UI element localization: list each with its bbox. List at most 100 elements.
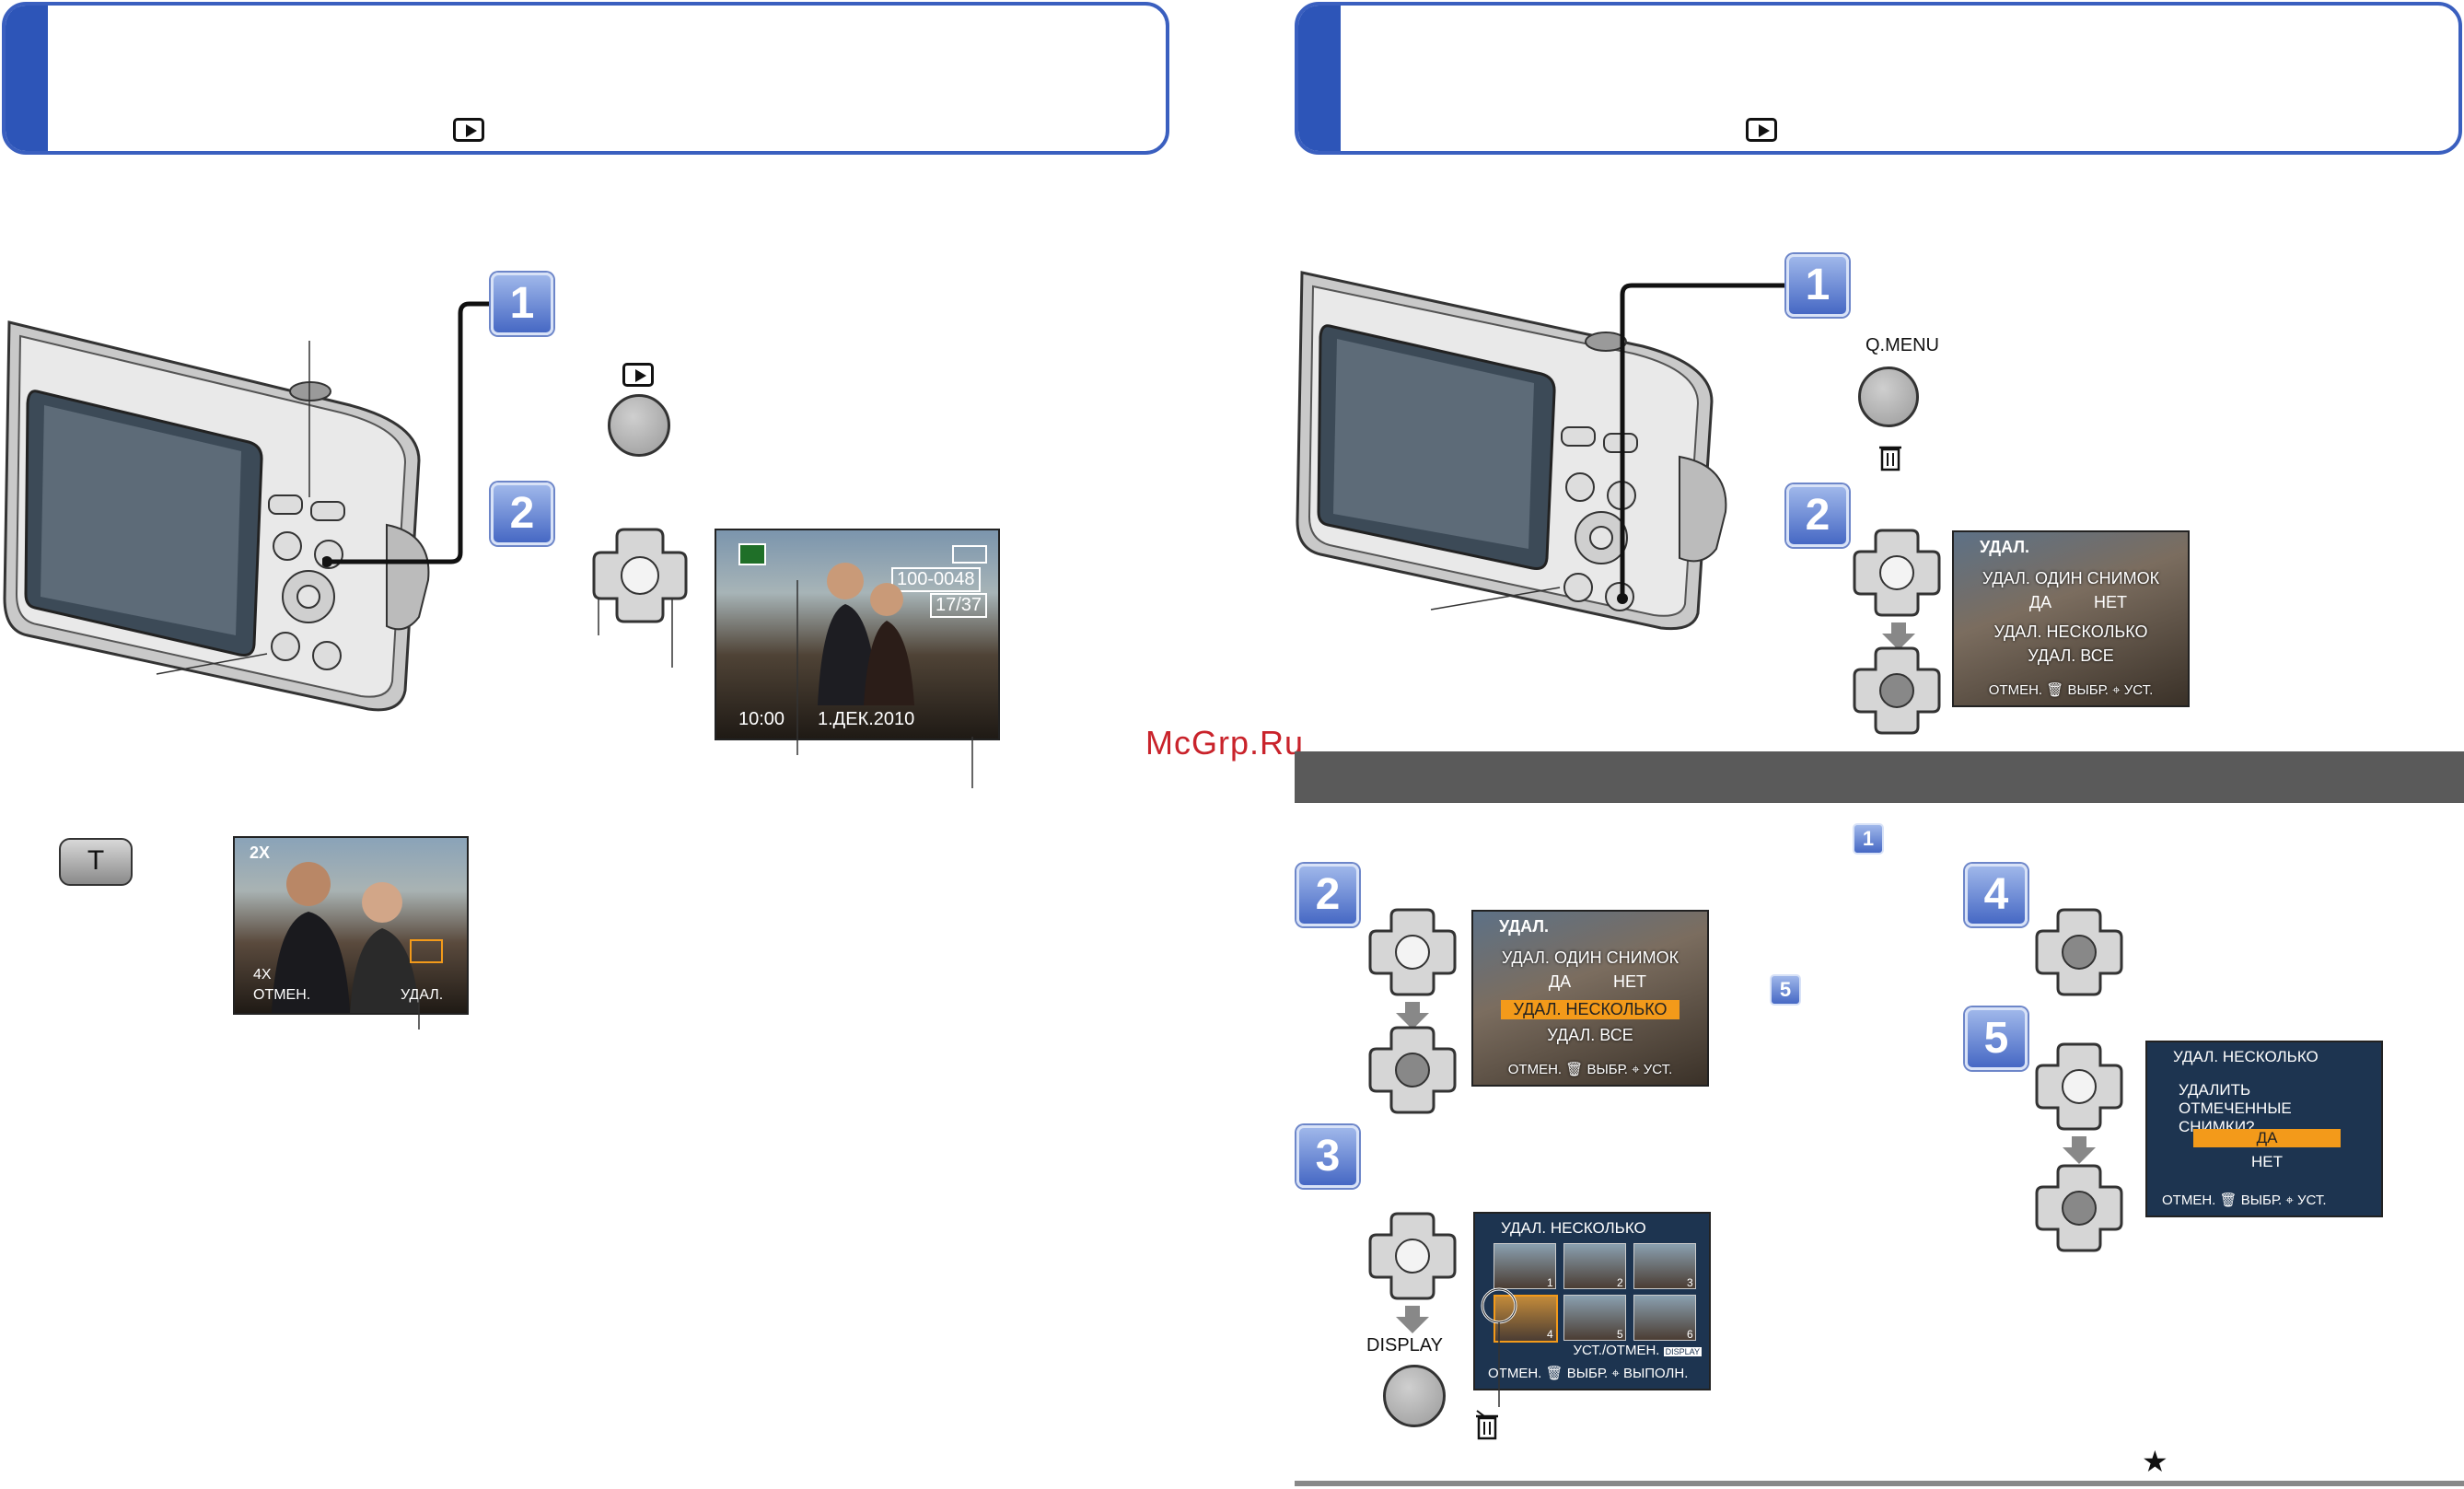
option-multi-selected[interactable]: УДАЛ. НЕСКОЛЬКО bbox=[1501, 1000, 1679, 1019]
option-single[interactable]: УДАЛ. ОДИН СНИМОК bbox=[1982, 569, 2160, 587]
cursor-button-cross[interactable] bbox=[2033, 1041, 2125, 1133]
people-silhouettes bbox=[272, 862, 419, 1013]
cursor-button-cross[interactable] bbox=[589, 525, 691, 626]
option-no[interactable]: НЕТ bbox=[2094, 593, 2127, 611]
right-header-box bbox=[1295, 2, 2462, 155]
bottom-rule bbox=[1295, 1481, 2464, 1486]
zoom-level: 4X bbox=[253, 967, 272, 983]
down-arrow-icon bbox=[1396, 1306, 1429, 1333]
option-single[interactable]: УДАЛ. ОДИН СНИМОК bbox=[1501, 948, 1679, 967]
step-2-badge: 2 bbox=[491, 483, 553, 545]
display-badge: DISPLAY bbox=[1663, 1347, 1702, 1356]
left-header-stripe bbox=[6, 6, 48, 151]
time-display: 10:00 bbox=[738, 709, 785, 729]
file-number: 100-0048 bbox=[891, 567, 981, 592]
step-3-badge-bottom: 3 bbox=[1296, 1125, 1359, 1188]
thumb-number-4: 4 bbox=[1547, 1328, 1553, 1341]
step-2-badge-right: 2 bbox=[1786, 484, 1849, 547]
confirm-delete-screen: УДАЛ. НЕСКОЛЬКО УДАЛИТЬ ОТМЕЧЕННЫЕ СНИМК… bbox=[2145, 1041, 2383, 1217]
zoom-playback-screen: 2X 4X ОТМЕН. УДАЛ. bbox=[233, 836, 469, 1015]
zoom-badge: 2X bbox=[250, 843, 271, 862]
cursor-button-cross-pressed[interactable] bbox=[1851, 645, 1943, 737]
left-header-box bbox=[2, 2, 1169, 155]
zoom-cancel-label: ОТМЕН. bbox=[253, 987, 311, 1003]
pointer-lines bbox=[598, 599, 673, 668]
trash-mark-icon bbox=[1476, 1410, 1498, 1440]
qmenu-label: Q.MENU bbox=[1865, 335, 1939, 355]
battery-icon bbox=[952, 545, 987, 564]
option-yes[interactable]: ДА bbox=[2028, 593, 2052, 611]
multi-footer: ОТМЕН. 🗑 ВЫБР. ⌖ ВЫПОЛН. bbox=[1488, 1366, 1689, 1381]
zoom-tele-button[interactable]: T bbox=[59, 838, 133, 886]
option-no[interactable]: НЕТ bbox=[1613, 972, 1646, 991]
playback-icon bbox=[1746, 118, 1777, 142]
step-1-badge: 1 bbox=[491, 273, 553, 335]
thumb-number-5: 5 bbox=[1617, 1328, 1623, 1341]
multi-delete-screen: УДАЛ. НЕСКОЛЬКО 1 2 3 4 5 6 УСТ./ОТМЕН. … bbox=[1473, 1212, 1711, 1390]
zoom-position-frame bbox=[410, 939, 443, 963]
display-label: DISPLAY bbox=[1366, 1335, 1443, 1355]
star-mark: ★ bbox=[2142, 1445, 2168, 1478]
option-yes[interactable]: ДА bbox=[1548, 972, 1572, 991]
confirm-no[interactable]: НЕТ bbox=[2251, 1153, 2283, 1170]
section-bar bbox=[1295, 751, 2464, 803]
multi-footer-set-label: УСТ./ОТМЕН. bbox=[1573, 1343, 1660, 1358]
playback-button[interactable] bbox=[608, 394, 670, 457]
thumbnail-6[interactable] bbox=[1633, 1295, 1696, 1341]
option-all[interactable]: УДАЛ. ВСЕ bbox=[2028, 646, 2114, 665]
zoom-callout-line bbox=[418, 995, 420, 1030]
confirm-footer: ОТМЕН. 🗑 ВЫБР. ⌖ УСТ. bbox=[2162, 1192, 2327, 1208]
trash-icon bbox=[1879, 446, 1901, 471]
selected-mark-callout bbox=[1481, 1287, 1517, 1407]
thumbnail-4[interactable] bbox=[1494, 1295, 1558, 1343]
playback-mode-icon bbox=[738, 543, 766, 565]
frame-counter: 17/37 bbox=[930, 593, 988, 618]
delete-menu-screen: УДАЛ. УДАЛ. ОДИН СНИМОК ДА НЕТ УДАЛ. НЕС… bbox=[1952, 530, 2190, 707]
thumbnail-2[interactable] bbox=[1563, 1243, 1626, 1289]
cursor-button-cross-pressed[interactable] bbox=[1366, 1024, 1459, 1116]
playback-screen: 100-0048 17/37 10:00 1.ДЕК.2010 bbox=[715, 529, 1000, 740]
option-multi[interactable]: УДАЛ. НЕСКОЛЬКО bbox=[1993, 622, 2148, 641]
date-display: 1.ДЕК.2010 bbox=[818, 709, 915, 729]
multi-footer-set: УСТ./ОТМЕН. DISPLAY bbox=[1573, 1343, 1702, 1358]
delete-menu-title: УДАЛ. bbox=[1980, 538, 2029, 556]
delete-menu-title: УДАЛ. bbox=[1499, 917, 1549, 936]
cursor-button-cross-pressed[interactable] bbox=[2033, 906, 2125, 998]
thumb-number-2: 2 bbox=[1617, 1276, 1623, 1289]
step-1-badge-right: 1 bbox=[1786, 254, 1849, 317]
thumb-number-6: 6 bbox=[1687, 1328, 1693, 1341]
qmenu-delete-button[interactable] bbox=[1858, 366, 1919, 427]
down-arrow-icon bbox=[1396, 1002, 1429, 1030]
thumbnail-5[interactable] bbox=[1563, 1295, 1626, 1341]
cursor-button-cross[interactable] bbox=[1366, 906, 1459, 998]
down-arrow-icon bbox=[2063, 1136, 2096, 1164]
display-button[interactable] bbox=[1383, 1365, 1446, 1427]
thumbnail-3[interactable] bbox=[1633, 1243, 1696, 1289]
cursor-button-cross[interactable] bbox=[1366, 1210, 1459, 1302]
confirm-yes[interactable]: ДА bbox=[2193, 1129, 2341, 1147]
menu-footer: ОТМЕН. 🗑 ВЫБР. ⌖ УСТ. bbox=[1988, 682, 2154, 698]
thumb-number-3: 3 bbox=[1687, 1276, 1693, 1289]
menu-footer: ОТМЕН. 🗑 ВЫБР. ⌖ УСТ. bbox=[1507, 1062, 1673, 1077]
connector-line bbox=[322, 301, 506, 567]
step-2-badge-bottom: 2 bbox=[1296, 864, 1359, 926]
multi-screen-title: УДАЛ. НЕСКОЛЬКО bbox=[1501, 1219, 1646, 1237]
connector-line-right bbox=[1617, 283, 1823, 604]
cursor-button-cross-pressed[interactable] bbox=[2033, 1162, 2125, 1254]
option-all[interactable]: УДАЛ. ВСЕ bbox=[1547, 1026, 1633, 1044]
confirm-title: УДАЛ. НЕСКОЛЬКО bbox=[2173, 1048, 2319, 1065]
people-silhouettes bbox=[818, 563, 914, 705]
ref-step-5-badge: 5 bbox=[1770, 974, 1801, 1006]
watermark: McGrp.Ru bbox=[1145, 724, 1305, 762]
step-5-badge-bottom: 5 bbox=[1965, 1007, 2028, 1070]
callout-lines bbox=[796, 580, 973, 788]
right-header-stripe bbox=[1298, 6, 1341, 151]
thumbnail-1[interactable] bbox=[1494, 1243, 1556, 1289]
zoom-delete-label: УДАЛ. bbox=[401, 987, 444, 1003]
delete-menu-screen-multi: УДАЛ. УДАЛ. ОДИН СНИМОК ДА НЕТ УДАЛ. НЕС… bbox=[1471, 910, 1709, 1087]
thumb-number-1: 1 bbox=[1547, 1276, 1553, 1289]
camera-back-illustration-right bbox=[1296, 271, 1727, 631]
confirm-question: УДАЛИТЬ ОТМЕЧЕННЫЕ СНИМКИ? bbox=[2179, 1081, 2292, 1135]
cursor-button-cross[interactable] bbox=[1851, 527, 1943, 619]
playback-icon bbox=[453, 118, 484, 142]
